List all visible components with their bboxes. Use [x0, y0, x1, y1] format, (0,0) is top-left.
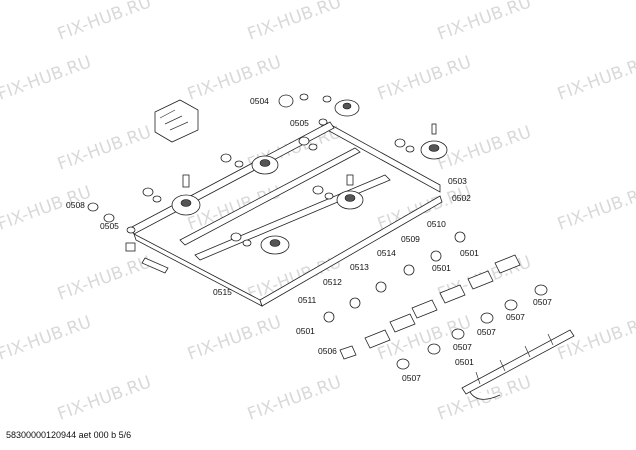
- watermark-text: FIX-HUB.RU: [435, 0, 534, 45]
- watermark-text: FIX-HUB.RU: [555, 182, 636, 234]
- watermark-text: FIX-HUB.RU: [555, 52, 636, 104]
- part-label: 0502: [452, 193, 471, 203]
- watermark-text: FIX-HUB.RU: [185, 312, 284, 364]
- part-label: 0507: [453, 342, 472, 352]
- watermark-text: FIX-HUB.RU: [0, 312, 94, 364]
- part-label: 0501: [460, 248, 479, 258]
- watermark-text: FIX-HUB.RU: [55, 0, 154, 45]
- part-label: 0514: [377, 248, 396, 258]
- part-label: 0507: [477, 327, 496, 337]
- watermark-layer: FIX-HUB.RU FIX-HUB.RU FIX-HUB.RU FIX-HUB.RU…: [0, 0, 636, 425]
- nozzles: [323, 231, 466, 323]
- part-label: 0507: [506, 312, 525, 322]
- part-label: 0512: [323, 277, 342, 287]
- part-label: 0504: [250, 96, 269, 106]
- part-0506: [339, 345, 357, 360]
- watermark-text: FIX-HUB.RU: [375, 52, 474, 104]
- part-label: 0505: [100, 221, 119, 231]
- watermark-text: FIX-HUB.RU: [185, 52, 284, 104]
- part-label: 0508: [66, 200, 85, 210]
- watermark-text: FIX-HUB.RU: [0, 52, 94, 104]
- terminal-block: [154, 99, 199, 143]
- valve-caps: [396, 284, 548, 370]
- part-label: 0510: [427, 219, 446, 229]
- watermark-text: FIX-HUB.RU: [55, 122, 154, 174]
- part-label: 0501: [296, 326, 315, 336]
- part-label: 0511: [298, 295, 317, 305]
- footer-text: 5830000012094­4 aet 000 b 5/6: [6, 430, 132, 440]
- part-label: 0501: [432, 263, 451, 273]
- watermark-text: FIX-HUB.RU: [435, 122, 534, 174]
- part-label: 0513: [350, 262, 369, 272]
- part-labels: 0504 0505 0503 0502 0508 0505 0510 0509 0501 0514…: [66, 96, 552, 383]
- gas-valves: [364, 254, 521, 349]
- part-label: 0505: [290, 118, 309, 128]
- watermark-text: FIX-HUB.RU: [245, 0, 344, 45]
- watermark-text: FIX-HUB.RU: [55, 372, 154, 424]
- part-label: 0503: [448, 176, 467, 186]
- part-label: 0507: [533, 297, 552, 307]
- part-label: 0501: [455, 357, 474, 367]
- watermark-text: FIX-HUB.RU: [245, 372, 344, 424]
- burner-units: [171, 99, 448, 255]
- part-label: 0509: [401, 234, 420, 244]
- part-label: 0507: [402, 373, 421, 383]
- small-fittings: [87, 93, 415, 274]
- part-label: 0506: [318, 346, 337, 356]
- watermark-text: FIX-HUB.RU: [55, 252, 154, 304]
- manifold-bracket: [461, 329, 575, 400]
- part-label: 0515: [213, 287, 232, 297]
